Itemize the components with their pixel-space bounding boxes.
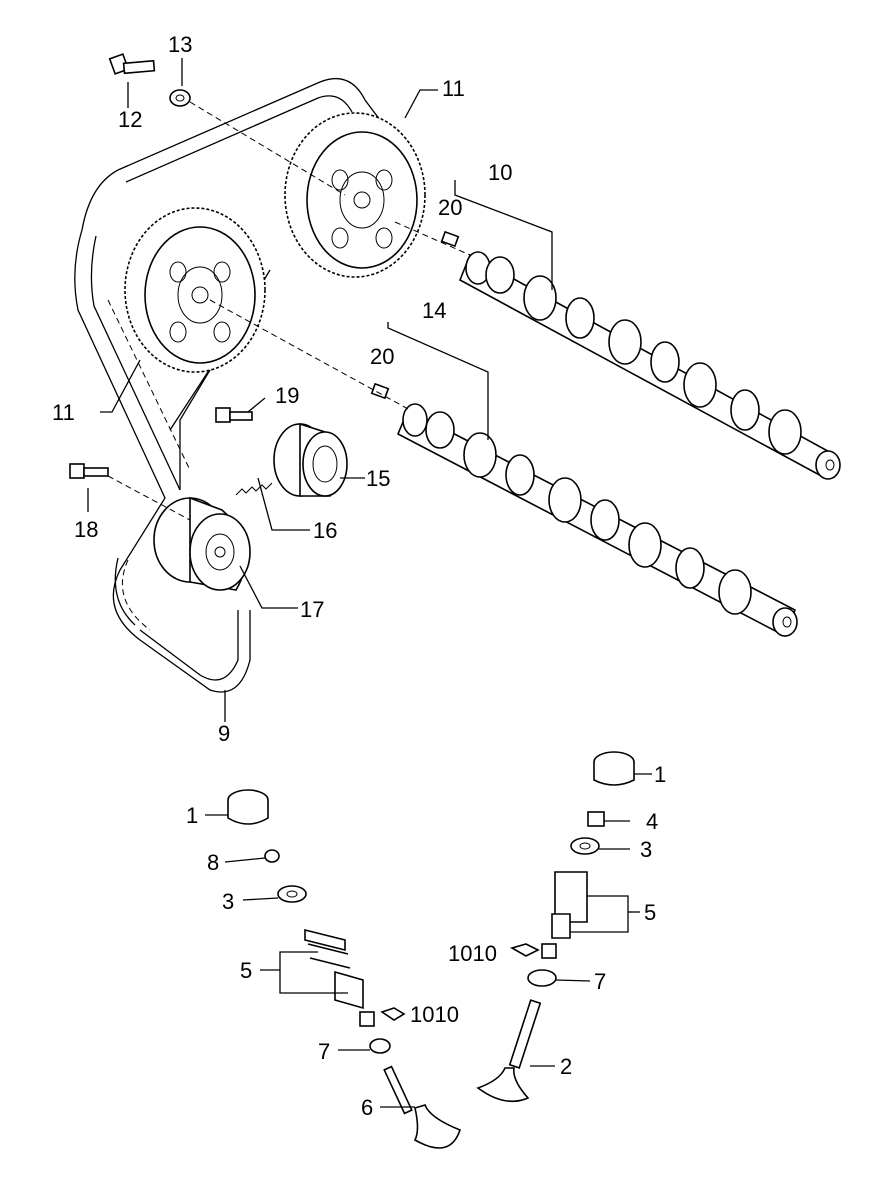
- spring-16: [235, 482, 273, 496]
- lifter-1-right: [593, 751, 635, 786]
- label-5-right: 5: [644, 900, 656, 925]
- axis-line-upper-cam: [394, 221, 471, 256]
- shim-4: [587, 811, 605, 827]
- lower-camshaft-sprocket: [124, 207, 266, 373]
- idler-pulley-17: [153, 496, 251, 591]
- timing-belt: [74, 77, 381, 693]
- seat-7-right: [527, 969, 557, 987]
- label-3-left: 3: [222, 889, 234, 914]
- label-1-right: 1: [654, 762, 666, 787]
- axis-line-upper: [189, 101, 346, 196]
- bolt-18: [69, 463, 109, 479]
- label-16: 16: [313, 518, 337, 543]
- valve-train-right: [476, 751, 635, 1103]
- valve-train-left: [227, 789, 461, 1149]
- label-8: 8: [207, 850, 219, 875]
- label-11-lower: 11: [52, 400, 75, 425]
- spring-5-left: [304, 928, 364, 1010]
- label-1-left: 1: [186, 803, 198, 828]
- label-12: 12: [118, 107, 142, 132]
- label-14: 14: [422, 298, 446, 323]
- label-11-upper: 11: [442, 76, 465, 101]
- label-18: 18: [74, 517, 98, 542]
- label-15: 15: [366, 466, 390, 491]
- upper-camshaft: [458, 251, 841, 480]
- valve-2: [476, 999, 542, 1103]
- keeper-1010-right: [509, 943, 540, 957]
- label-1010-right: 1010: [448, 941, 497, 966]
- spring-5-right: [551, 871, 588, 939]
- label-3-right: 3: [640, 837, 652, 862]
- seat-7-left: [369, 1038, 391, 1054]
- label-5-left: 5: [240, 958, 252, 983]
- leader-lines: [87, 89, 652, 1108]
- label-17: 17: [300, 597, 324, 622]
- label-9: 9: [218, 721, 230, 746]
- label-6: 6: [361, 1095, 373, 1120]
- label-19: 19: [275, 383, 299, 408]
- bolt-19: [215, 407, 253, 423]
- label-1010-left: 1010: [410, 1002, 459, 1027]
- lower-camshaft: [396, 403, 798, 638]
- label-10: 10: [488, 160, 512, 185]
- label-2: 2: [560, 1054, 572, 1079]
- dowel-pin-upper: [440, 230, 460, 248]
- valve-6: [383, 1065, 461, 1149]
- label-7-left: 7: [318, 1039, 330, 1064]
- seal-right: [541, 943, 557, 959]
- axis-line-lower-cam: [209, 299, 411, 411]
- tensioner-15: [273, 422, 348, 497]
- seal-left: [359, 1011, 375, 1027]
- lifter-1-left: [227, 789, 269, 825]
- upper-camshaft-sprocket: [284, 112, 426, 278]
- shim-8: [264, 849, 280, 863]
- dowel-pin-lower: [370, 382, 390, 400]
- washer-13: [169, 58, 191, 107]
- label-13: 13: [168, 32, 192, 57]
- label-7-right: 7: [594, 969, 606, 994]
- retainer-3-right: [570, 837, 600, 855]
- keeper-1010-left: [380, 1007, 406, 1021]
- label-20-upper: 20: [438, 195, 462, 220]
- axis-line-idler: [107, 475, 191, 521]
- label-20-lower: 20: [370, 344, 394, 369]
- retainer-3-left: [277, 885, 307, 903]
- label-4: 4: [646, 809, 658, 834]
- bolt-12: [108, 53, 156, 108]
- part-labels: 11 10 20 14 20 13 12 11 19 15 18 16 17 9…: [52, 32, 666, 1120]
